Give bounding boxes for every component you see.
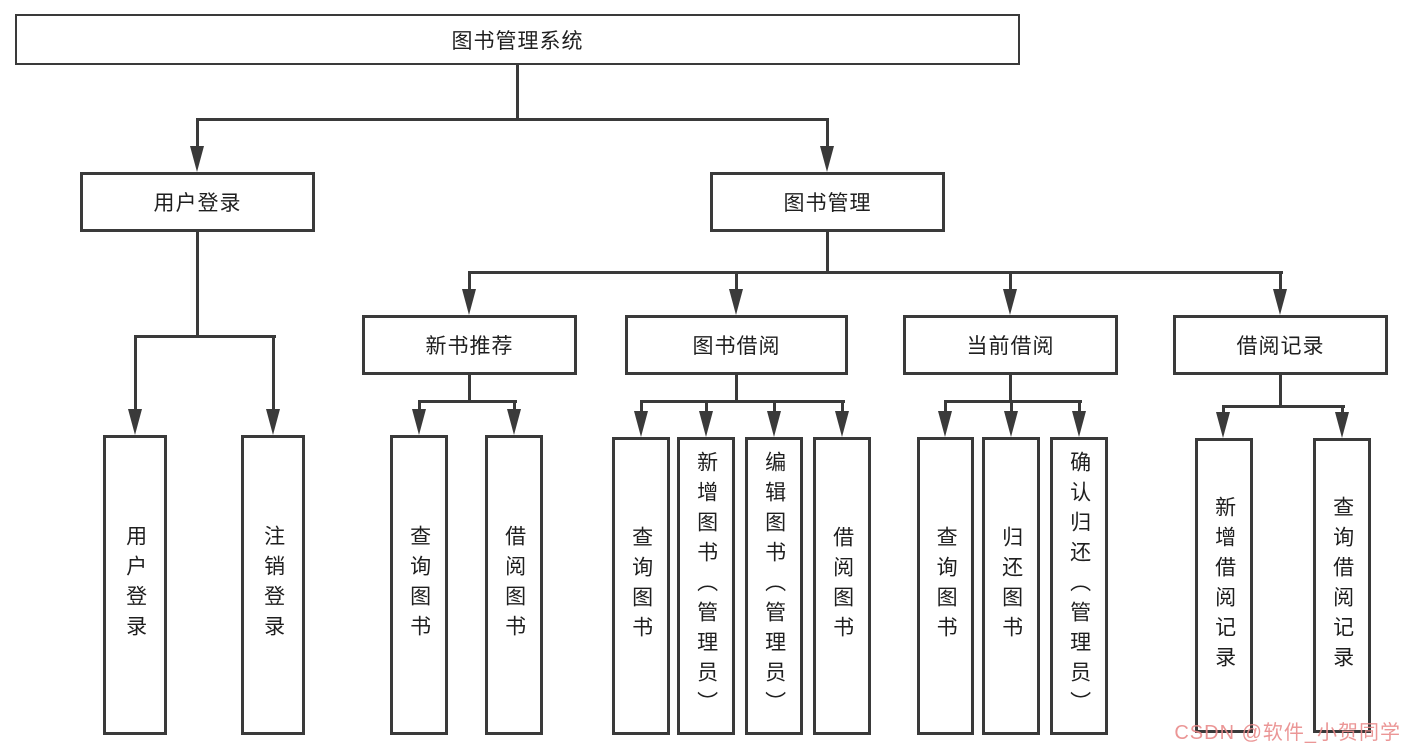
connector-line (944, 400, 947, 414)
connector-line (196, 118, 829, 121)
node-label: 用户登录 (153, 192, 242, 215)
node-label: 借阅记录 (1236, 335, 1325, 358)
arrow-down-icon (128, 409, 142, 435)
connector-line (773, 400, 776, 414)
node-label: 用户登录 (123, 525, 147, 645)
connector-line (1222, 405, 1345, 408)
arrow-down-icon (767, 411, 781, 437)
node-label: 查询图书 (629, 526, 653, 646)
connector-line (272, 335, 275, 413)
node-book-management: 图书管理 (710, 172, 945, 232)
arrow-down-icon (699, 411, 713, 437)
leaf-query-books-recommend: 查询图书 (390, 435, 448, 735)
connector-line (1222, 405, 1225, 416)
node-user-login: 用户登录 (80, 172, 315, 232)
connector-line (516, 65, 519, 120)
node-label: 归还图书 (999, 526, 1023, 646)
node-label: 当前借阅 (966, 335, 1055, 358)
connector-line (841, 400, 844, 414)
connector-line (1279, 375, 1282, 408)
leaf-add-book-admin: 新增图书（管理员） (677, 437, 735, 735)
connector-line (418, 400, 421, 414)
connector-line (735, 375, 738, 403)
arrow-down-icon (1072, 411, 1086, 437)
node-label: 图书借阅 (692, 335, 781, 358)
connector-line (1341, 405, 1344, 416)
node-label: 查询借阅记录 (1330, 495, 1354, 676)
leaf-confirm-return-admin: 确认归还（管理员） (1050, 437, 1108, 735)
node-label: 编辑图书（管理员） (762, 451, 786, 721)
csdn-watermark: CSDN @软件_小贺同学 (1174, 722, 1401, 744)
connector-line (826, 118, 829, 150)
connector-line (513, 400, 516, 414)
connector-line (468, 271, 1283, 274)
node-current-borrowing: 当前借阅 (903, 315, 1118, 375)
connector-line (418, 400, 517, 403)
arrow-down-icon (1003, 289, 1017, 315)
arrow-down-icon (1273, 289, 1287, 315)
node-new-book-recommend: 新书推荐 (362, 315, 577, 375)
leaf-user-login: 用户登录 (103, 435, 167, 735)
connector-line (944, 400, 1082, 403)
node-label: 确认归还（管理员） (1067, 451, 1091, 721)
leaf-edit-book-admin: 编辑图书（管理员） (745, 437, 803, 735)
leaf-query-books-borrowing: 查询图书 (612, 437, 670, 735)
leaf-query-borrow-record: 查询借阅记录 (1313, 438, 1371, 733)
arrow-down-icon (507, 409, 521, 435)
connector-line (705, 400, 708, 414)
connector-line (196, 232, 199, 338)
arrow-down-icon (729, 289, 743, 315)
node-label: 借阅图书 (830, 526, 854, 646)
connector-line (1009, 271, 1012, 293)
connector-line (640, 400, 845, 403)
connector-line (468, 375, 471, 403)
node-label: 查询图书 (407, 525, 431, 645)
arrow-down-icon (412, 409, 426, 435)
node-root: 图书管理系统 (15, 14, 1020, 65)
arrow-down-icon (835, 411, 849, 437)
node-label: 注销登录 (261, 525, 285, 645)
arrow-down-icon (634, 411, 648, 437)
node-label: 查询图书 (934, 526, 958, 646)
arrow-down-icon (1216, 412, 1230, 438)
node-label: 图书管理 (783, 192, 872, 215)
node-label: 借阅图书 (502, 525, 526, 645)
connector-line (640, 400, 643, 414)
leaf-borrow-books-recommend: 借阅图书 (485, 435, 543, 735)
node-book-borrowing: 图书借阅 (625, 315, 848, 375)
connector-line (1078, 400, 1081, 414)
leaf-borrow-books-borrowing: 借阅图书 (813, 437, 871, 735)
connector-line (1279, 271, 1282, 293)
leaf-add-borrow-record: 新增借阅记录 (1195, 438, 1253, 733)
node-borrowing-records: 借阅记录 (1173, 315, 1388, 375)
arrow-down-icon (938, 411, 952, 437)
connector-line (826, 232, 829, 274)
arrow-down-icon (462, 289, 476, 315)
leaf-query-books-current: 查询图书 (917, 437, 974, 735)
leaf-logout: 注销登录 (241, 435, 305, 735)
arrow-down-icon (1004, 411, 1018, 437)
node-label: 图书管理系统 (451, 29, 584, 53)
arrow-down-icon (190, 146, 204, 172)
node-label: 新增借阅记录 (1212, 495, 1236, 676)
node-label: 新增图书（管理员） (694, 451, 718, 721)
connector-line (735, 271, 738, 293)
connector-line (134, 335, 276, 338)
node-label: 新书推荐 (425, 335, 514, 358)
connector-line (468, 271, 471, 293)
leaf-return-books: 归还图书 (982, 437, 1040, 735)
connector-line (196, 118, 199, 150)
arrow-down-icon (820, 146, 834, 172)
connector-line (1010, 400, 1013, 414)
arrow-down-icon (266, 409, 280, 435)
connector-line (1009, 375, 1012, 403)
arrow-down-icon (1335, 412, 1349, 438)
connector-line (134, 335, 137, 413)
